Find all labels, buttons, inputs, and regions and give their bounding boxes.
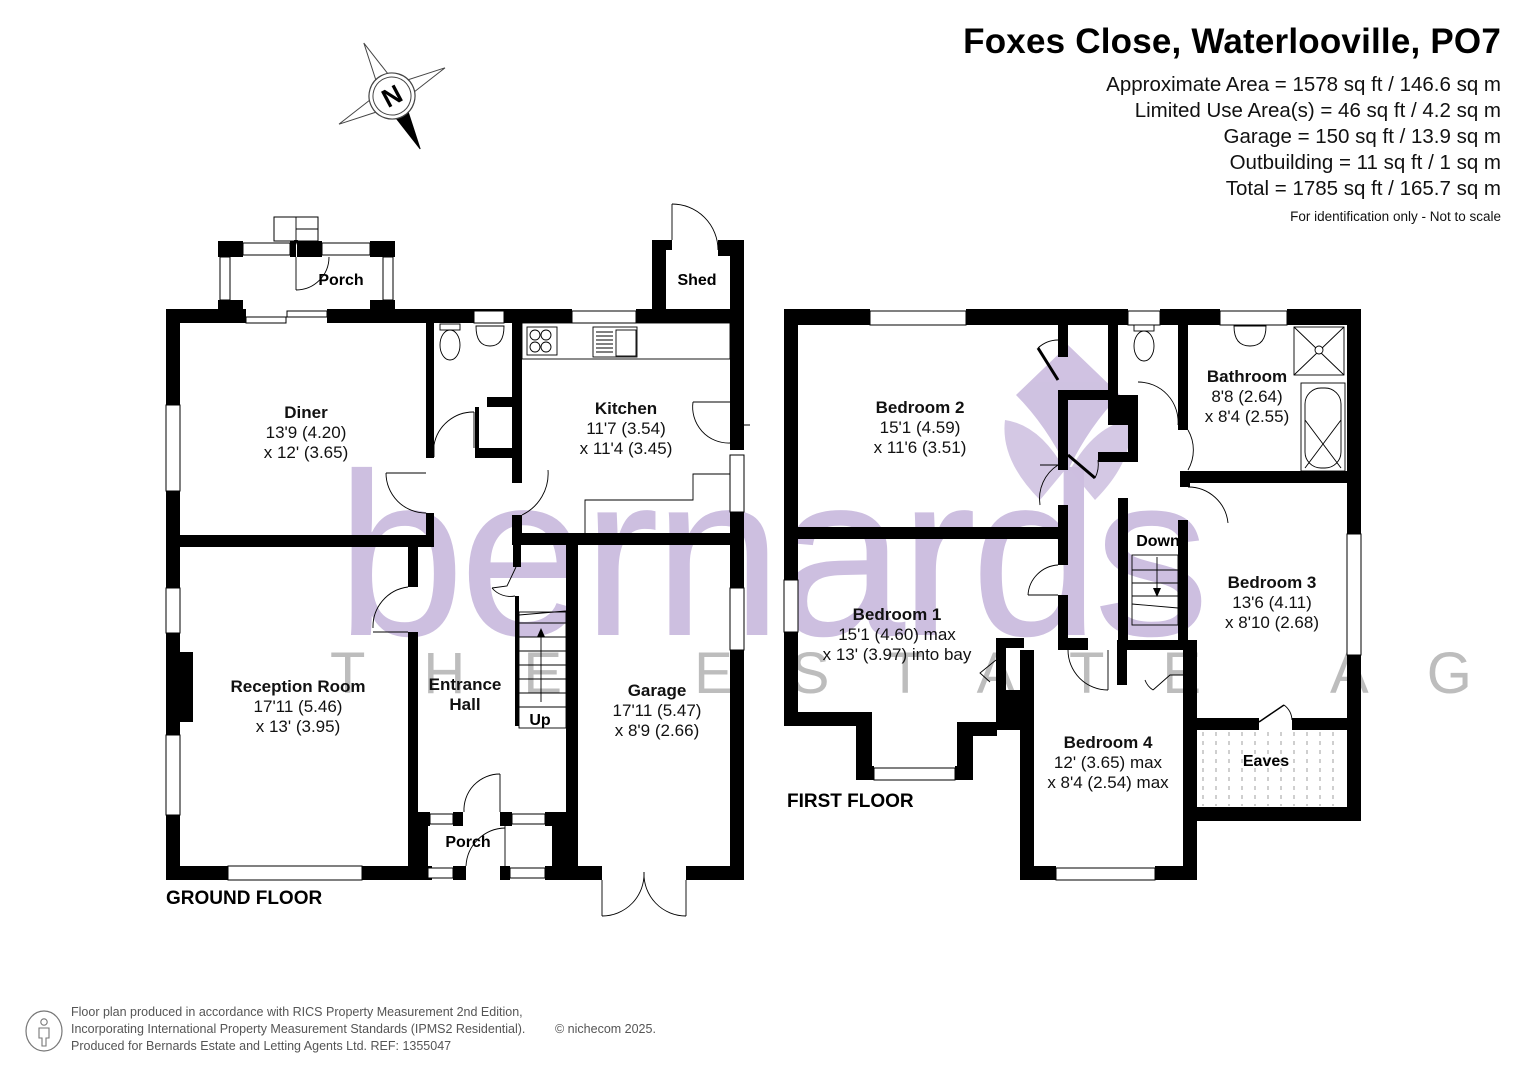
basin-icon	[475, 325, 505, 347]
room-bedroom-3: Bedroom 3 13'6 (4.11) x 8'10 (2.68)	[1225, 573, 1319, 632]
arrow-icon	[294, 240, 741, 637]
bath-icon	[1300, 382, 1346, 472]
first-floor-label: FIRST FLOOR	[787, 791, 914, 812]
room-bedroom-4: Bedroom 4 12' (3.65) max x 8'4 (2.54) ma…	[1047, 733, 1169, 792]
room-kitchen: Kitchen 11'7 (3.54) x 11'4 (3.45)	[579, 399, 673, 458]
hob-icon	[526, 326, 558, 356]
arrow-icon	[1153, 588, 1161, 597]
footer-line-2: Incorporating International Property Mea…	[71, 1022, 526, 1036]
first-floor-doors	[979, 339, 1293, 723]
toilet-icon	[1133, 324, 1155, 362]
limited-use-area: Limited Use Area(s) = 46 sq ft / 4.2 sq …	[1134, 99, 1501, 122]
shower-icon	[1293, 326, 1345, 376]
area-summary: Approximate Area = 1578 sq ft / 146.6 sq…	[1106, 72, 1501, 202]
footer-credits: Floor plan produced in accordance with R…	[71, 1004, 656, 1055]
toilet-icon	[439, 323, 461, 361]
eaves-hatching	[1202, 732, 1334, 806]
sink-icon	[592, 326, 638, 358]
approximate-area: Approximate Area = 1578 sq ft / 146.6 sq…	[1106, 73, 1501, 96]
basin-icon	[1233, 325, 1267, 347]
copyright-notice: © nichecom 2025.	[555, 1022, 656, 1036]
north-compass-icon: N	[338, 42, 446, 150]
room-diner: Diner 13'9 (4.20) x 12' (3.65)	[263, 403, 349, 462]
property-address-title: Foxes Close, Waterlooville, PO7	[963, 22, 1501, 61]
room-bedroom-2: Bedroom 2 15'1 (4.59) x 11'6 (3.51)	[873, 398, 967, 457]
total-area: Total = 1785 sq ft / 165.7 sq m	[1225, 177, 1501, 200]
room-bathroom: Bathroom 8'8 (2.64) x 8'4 (2.55)	[1204, 367, 1290, 426]
stairs-down-label: Down	[1136, 533, 1180, 550]
outbuilding-area: Outbuilding = 11 sq ft / 1 sq m	[1229, 151, 1501, 174]
scale-disclaimer: For identification only - Not to scale	[1290, 209, 1501, 224]
garage-area: Garage = 150 sq ft / 13.9 sq m	[1223, 125, 1501, 148]
room-garage: Garage 17'11 (5.47) x 8'9 (2.66)	[612, 681, 702, 740]
shed-label: Shed	[677, 272, 717, 289]
room-reception: Reception Room 17'11 (5.46) x 13' (3.95)	[230, 677, 366, 736]
first-floor-windows	[783, 310, 1362, 881]
stairs-up-label: Up	[529, 712, 551, 729]
room-entrance-hall: Entrance Hall	[428, 675, 502, 714]
person-icon	[25, 1010, 63, 1052]
tagline-watermark: THE ESTATE AGENTS	[330, 641, 1527, 706]
footer-line-3: Produced for Bernards Estate and Letting…	[71, 1039, 452, 1053]
first-floor-walls	[784, 309, 1361, 880]
footer-line-1: Floor plan produced in accordance with R…	[71, 1005, 523, 1019]
ground-floor-label: GROUND FLOOR	[166, 888, 323, 909]
eaves-label: Eaves	[1242, 753, 1290, 770]
room-bedroom-1: Bedroom 1 15'1 (4.60) max x 13' (3.97) i…	[822, 605, 972, 664]
front-porch-label: Porch	[445, 834, 491, 851]
rear-porch-label: Porch	[318, 272, 364, 289]
